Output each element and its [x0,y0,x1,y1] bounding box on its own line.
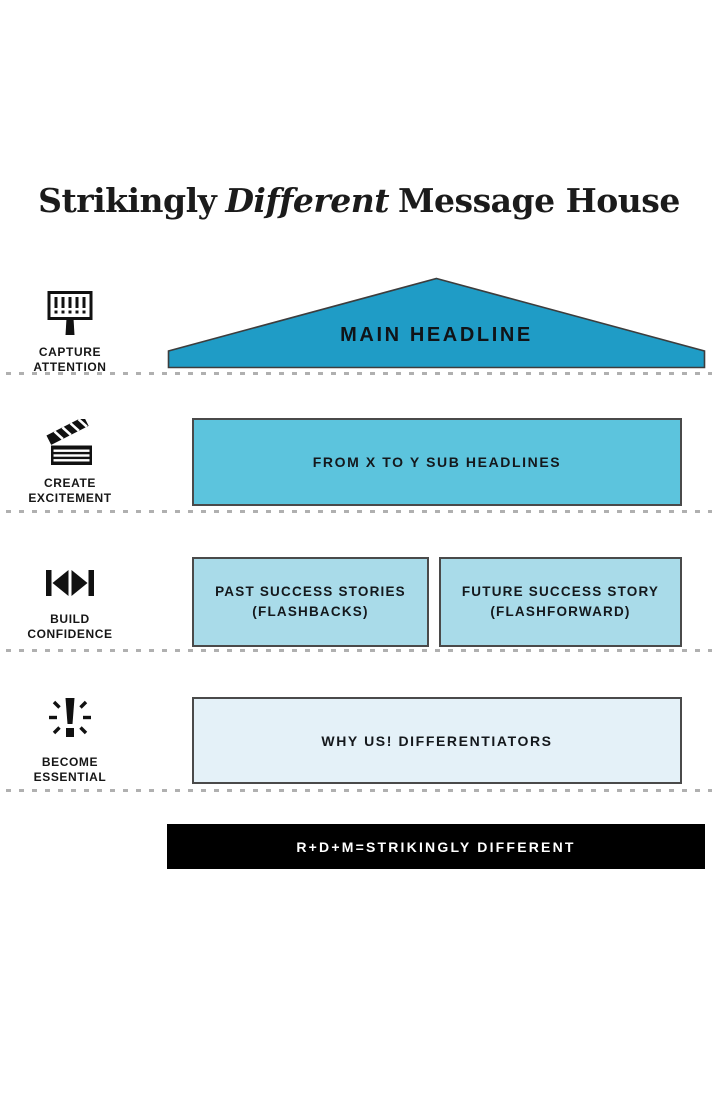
section-divider [6,649,712,652]
section-divider [6,372,712,375]
section-divider [6,510,712,513]
sub-headlines-label: FROM X TO Y SUB HEADLINES [312,454,562,470]
rail-create-excitement: CREATE EXCITEMENT [0,416,140,506]
title-pre: Strikingly [38,181,217,220]
footer-formula-label: R+D+M=STRIKINGLY DIFFERENT [296,838,576,855]
rail-build-confidence: BUILD CONFIDENCE [0,568,140,642]
differentiators-label: WHY US! DIFFERENTIATORS [321,732,553,749]
skip-back-forward-icon [46,570,94,596]
title-italic: Different [225,181,389,220]
rail-capture-attention: CAPTURE ATTENTION [0,290,140,375]
footer-formula-bar: R+D+M=STRIKINGLY DIFFERENT [167,824,705,869]
rail-label: CAPTURE ATTENTION [33,345,107,374]
clapperboard-icon [46,416,92,465]
differentiators-box: WHY US! DIFFERENTIATORS [192,697,682,784]
past-success-line2: (FLASHBACKS) [252,604,369,619]
exclamation-burst-icon [49,698,91,737]
past-success-stories-box: PAST SUCCESS STORIES (FLASHBACKS) [192,557,429,647]
sub-headlines-box: FROM X TO Y SUB HEADLINES [192,418,682,506]
page-title: Strikingly Different Message House [0,181,718,220]
billboard-exclamations-icon [47,291,93,335]
main-headline-label: MAIN HEADLINE [340,324,533,346]
section-divider [6,789,712,792]
future-success-line1: FUTURE SUCCESS STORY [461,584,660,599]
future-success-story-box: FUTURE SUCCESS STORY (FLASHFORWARD) [439,557,682,647]
rail-label: BECOME ESSENTIAL [33,755,107,784]
future-success-line2: (FLASHFORWARD) [490,604,631,619]
rail-become-essential: BECOME ESSENTIAL [0,694,140,785]
rail-label: BUILD CONFIDENCE [27,612,113,641]
past-success-line1: PAST SUCCESS STORIES [215,584,406,599]
roof-shape [167,277,706,369]
title-post: Message House [397,181,680,220]
rail-label: CREATE EXCITEMENT [28,476,112,505]
roof-polygon [167,277,706,369]
